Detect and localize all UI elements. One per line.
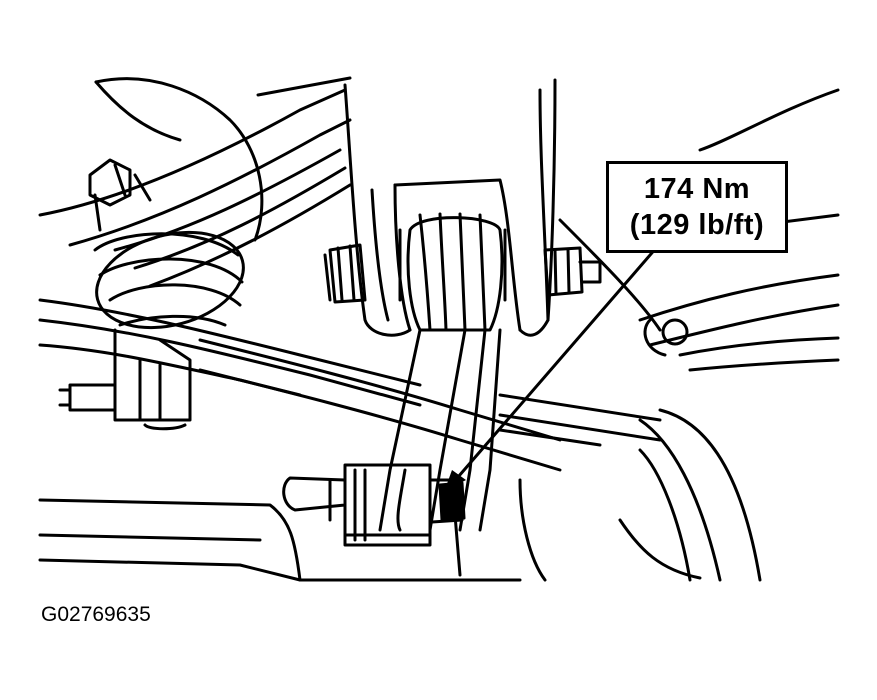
torque-nut: [438, 481, 466, 522]
figure-id: G02769635: [41, 603, 151, 626]
upper-control-arm: [38, 76, 352, 288]
torque-callout: 174 Nm (129 lb/ft): [606, 161, 788, 253]
knuckle-posts: [343, 78, 557, 337]
left-bracket: [58, 328, 192, 431]
torque-value-nm: 174 Nm: [643, 173, 751, 205]
stabilizer-link: [378, 328, 502, 532]
subframe-lines: [38, 498, 522, 582]
ball-joint-boot: [88, 158, 245, 330]
through-bolt-left-nut: [323, 243, 367, 304]
stabilizer-bar: [38, 298, 662, 472]
bushing: [398, 212, 507, 332]
through-bolt-right-nut: [543, 246, 602, 297]
torque-value-lbft: (129 lb/ft): [629, 209, 765, 241]
callout-arrowhead: [444, 470, 466, 492]
callout-leader: [450, 245, 659, 486]
